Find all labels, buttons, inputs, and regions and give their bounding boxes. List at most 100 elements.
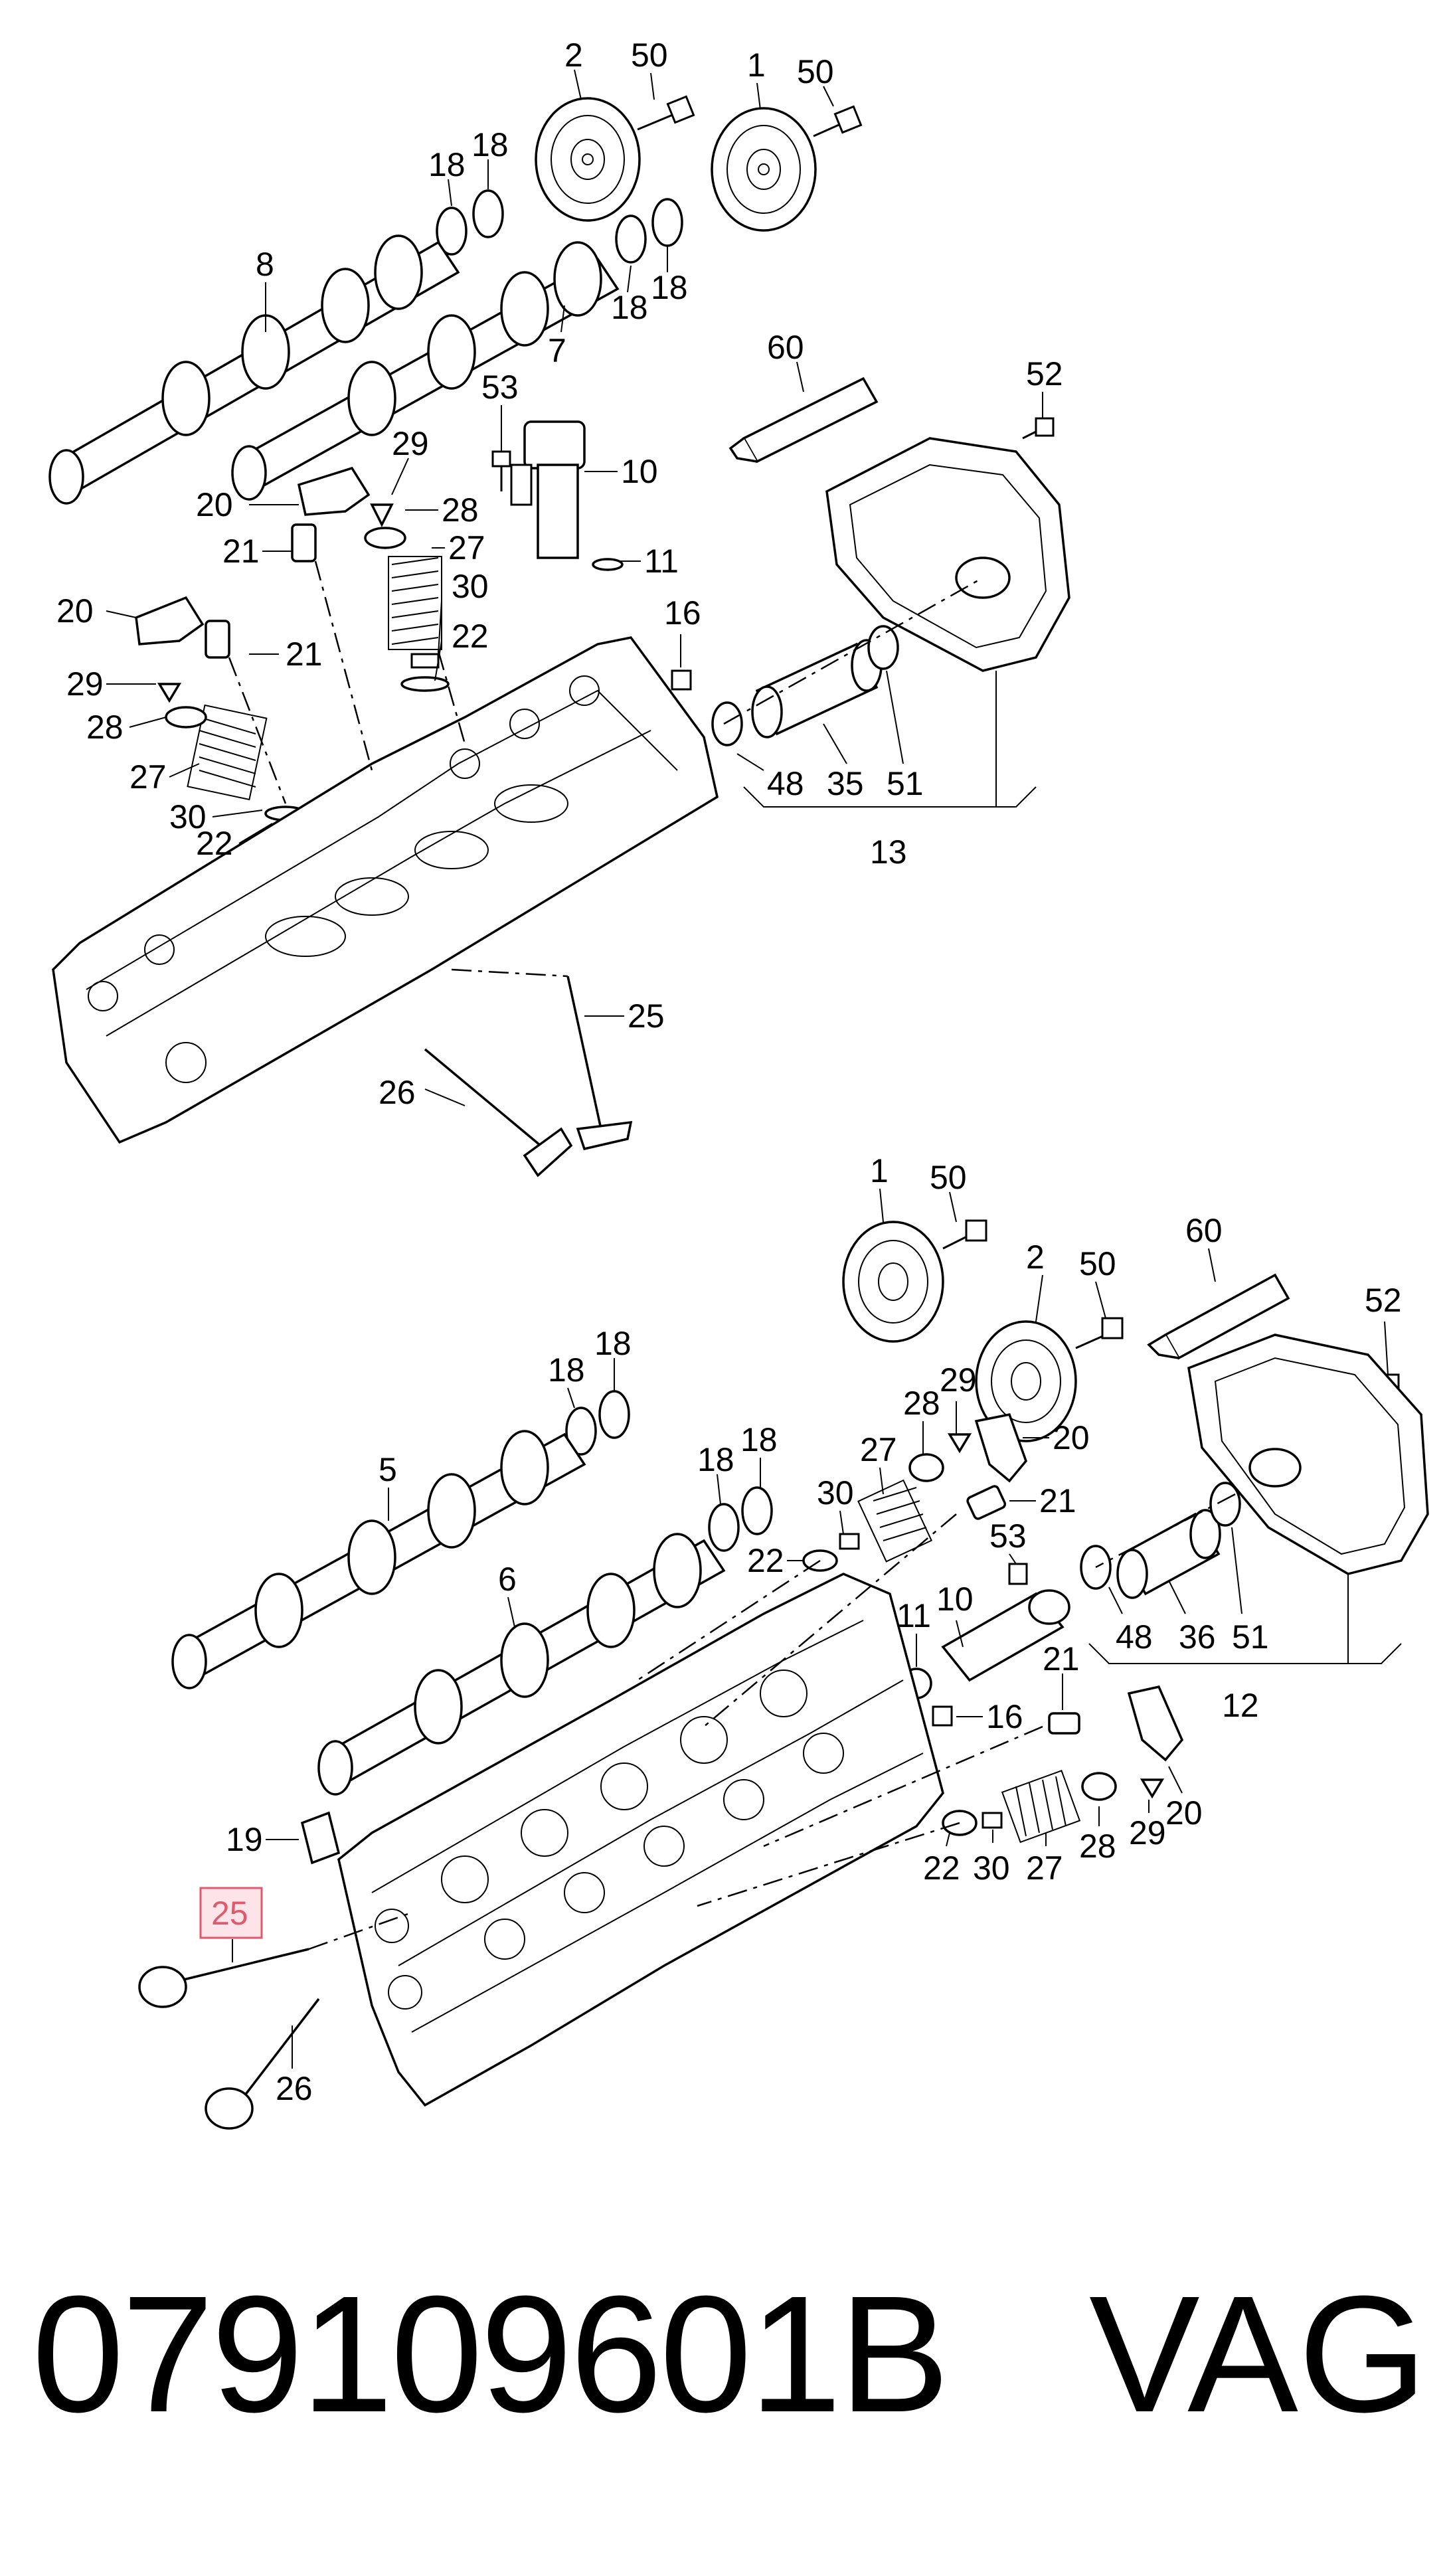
bracket-19	[300, 1811, 341, 1865]
callout-48: 48	[767, 765, 804, 802]
callout-51: 51	[1232, 1618, 1269, 1656]
callout-19: 19	[226, 1821, 263, 1858]
bracket-12	[1088, 1643, 1402, 1664]
camshaft-adjuster-2	[535, 97, 641, 222]
callout-10: 10	[936, 1581, 974, 1618]
callout-18: 18	[548, 1351, 585, 1389]
callout-29: 29	[940, 1361, 977, 1399]
callout-29: 29	[1129, 1814, 1166, 1851]
bolt-50d	[1075, 1317, 1124, 1349]
callout-22: 22	[196, 825, 233, 862]
callout-52: 52	[1365, 1282, 1402, 1319]
callout-48: 48	[1116, 1618, 1153, 1656]
callout-29: 29	[66, 665, 104, 703]
housing-cover-12	[1187, 1333, 1429, 1575]
callouts-bottom: 1 50 2 50 60 52 18 18 5 18 18 28 29 27 2…	[199, 1152, 1402, 2107]
seal-30	[410, 653, 440, 669]
callout-50: 50	[930, 1159, 967, 1196]
rocker-arm-20-bottom-a	[974, 1413, 1027, 1483]
callout-13: 13	[870, 833, 907, 871]
retainer-28-bottom-a	[908, 1453, 944, 1482]
lifter-21a	[291, 523, 317, 562]
o-rings-18	[436, 189, 683, 264]
callout-11: 11	[896, 1597, 931, 1634]
callout-50: 50	[1079, 1245, 1116, 1282]
callout-36: 36	[1179, 1618, 1216, 1656]
camshaft-adjuster-1	[711, 107, 817, 232]
callout-20: 20	[1165, 1794, 1203, 1832]
bolt-50b	[813, 105, 863, 137]
tube-36	[1116, 1509, 1221, 1599]
tube-35	[751, 639, 883, 738]
cylinder-head-top	[52, 636, 719, 1144]
callout-50: 50	[797, 53, 834, 90]
spring-27-bottom-a	[857, 1479, 932, 1563]
bolt-16-bottom	[932, 1705, 953, 1727]
bolt-50a	[637, 95, 695, 131]
callout-52: 52	[1026, 355, 1063, 392]
rocker-arm-20-bottom-b	[1127, 1685, 1184, 1762]
callout-29: 29	[392, 425, 429, 462]
callout-21: 21	[222, 533, 260, 570]
callout-21: 21	[1043, 1640, 1080, 1677]
callout-18: 18	[594, 1325, 632, 1362]
callout-8: 8	[256, 246, 274, 283]
callout-51: 51	[887, 765, 924, 802]
callout-11: 11	[644, 543, 679, 580]
callout-16: 16	[664, 594, 701, 632]
bracket-13	[743, 786, 1037, 808]
callout-53: 53	[481, 369, 519, 406]
rocker-arm-20a	[297, 466, 371, 516]
bolt-53	[491, 450, 511, 491]
o-ring-51-bottom	[1209, 1482, 1241, 1527]
keeper-29b	[157, 683, 182, 703]
callout-30: 30	[169, 798, 207, 835]
cylinder-head-bottom	[337, 1573, 944, 2107]
sealant-tube-60	[728, 377, 879, 464]
camshaft-7	[231, 241, 620, 501]
callout-12: 12	[1222, 1687, 1259, 1724]
callout-27: 27	[860, 1431, 897, 1468]
solenoid-valve-10-bottom	[941, 1589, 1070, 1682]
callout-25: 25	[628, 997, 665, 1035]
valve-26-top	[424, 1048, 573, 1177]
spring-27b	[187, 704, 268, 801]
callout-21: 21	[286, 636, 323, 673]
callout-20: 20	[56, 592, 94, 630]
keeper-29-bottom-a	[947, 1433, 972, 1454]
callout-28: 28	[903, 1385, 940, 1422]
bolt-53-bottom	[1008, 1563, 1028, 1585]
callout-27: 27	[448, 529, 485, 566]
callout-26: 26	[276, 2070, 313, 2107]
callout-2: 2	[564, 37, 583, 74]
callout-18: 18	[697, 1441, 734, 1478]
callout-60: 60	[1185, 1212, 1223, 1249]
brand-name: VAG	[1089, 2261, 1428, 2447]
callout-16: 16	[986, 1698, 1023, 1735]
sealant-tube-60-bottom	[1147, 1273, 1290, 1360]
valve-26-bottom	[205, 1998, 320, 2130]
bolt-52	[1022, 417, 1055, 440]
callout-60: 60	[767, 329, 804, 366]
callout-27: 27	[129, 758, 167, 796]
callout-30: 30	[973, 1849, 1010, 1887]
callout-2: 2	[1026, 1239, 1045, 1276]
callout-1: 1	[747, 46, 766, 84]
valve-25-top	[566, 976, 633, 1151]
o-rings-18-bottom	[565, 1390, 773, 1552]
callout-21: 21	[1039, 1482, 1076, 1519]
callout-27: 27	[1026, 1849, 1063, 1887]
part-number: 079109601B	[32, 2261, 950, 2447]
callout-6: 6	[498, 1561, 517, 1598]
rocker-arm-20b	[135, 596, 205, 645]
bolt-16	[671, 669, 692, 691]
seal-30-bottom-b	[982, 1812, 1003, 1829]
keeper-29-bottom-b	[1140, 1778, 1165, 1799]
highlight-box	[199, 1887, 263, 1939]
callout-18: 18	[471, 126, 509, 163]
lifter-21-bottom-b	[1048, 1712, 1080, 1735]
valve-25-bottom	[138, 1948, 309, 2008]
callout-10: 10	[621, 453, 658, 490]
callout-22: 22	[923, 1849, 960, 1887]
callout-7: 7	[548, 332, 566, 369]
